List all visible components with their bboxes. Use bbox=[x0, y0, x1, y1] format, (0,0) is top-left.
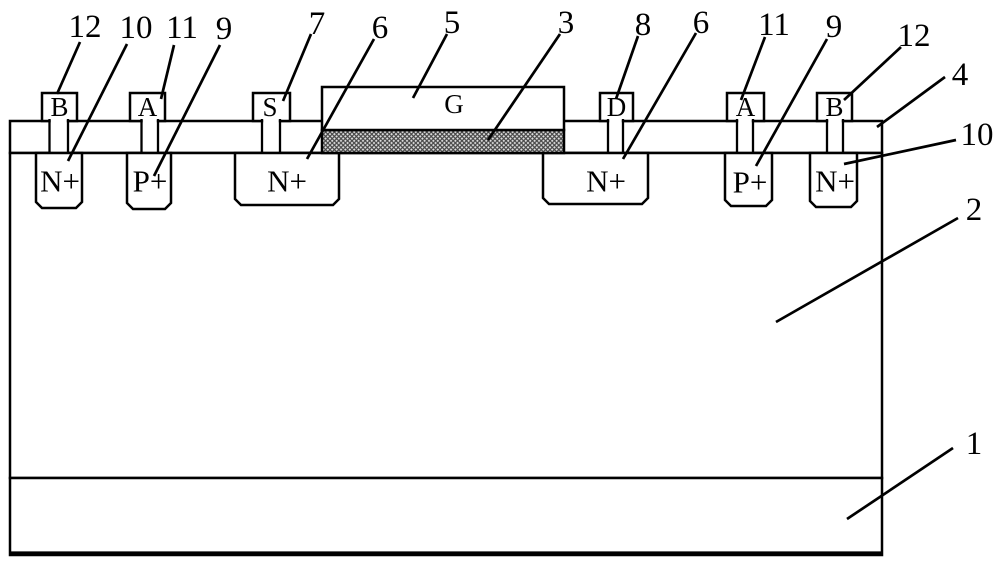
region-pplus-right: P+ bbox=[733, 165, 768, 200]
leader-12-left bbox=[55, 41, 82, 95]
region-nplus-b-right: N+ bbox=[815, 164, 855, 199]
leader-10-right bbox=[843, 138, 957, 166]
callout-3: 3 bbox=[558, 5, 575, 41]
leader-1 bbox=[846, 446, 954, 521]
callout-4: 4 bbox=[952, 57, 969, 93]
callout-11-left: 11 bbox=[166, 10, 198, 46]
region-labels: N+ P+ N+ N+ P+ N+ bbox=[40, 164, 855, 200]
leader-9-left bbox=[152, 44, 222, 177]
leader-5 bbox=[411, 33, 449, 99]
leader-11-right bbox=[739, 36, 767, 101]
region-nplus-source: N+ bbox=[267, 164, 307, 199]
leader-2 bbox=[775, 216, 959, 324]
callout-12-left: 12 bbox=[69, 9, 102, 45]
leader-10-left bbox=[66, 43, 129, 162]
callout-9-right: 9 bbox=[826, 9, 843, 45]
leader-9-right bbox=[754, 38, 829, 167]
terminal-a-left: A bbox=[138, 92, 158, 122]
nplus-well-drain bbox=[541, 151, 650, 206]
gate-oxide-hatched-3 bbox=[320, 128, 566, 155]
terminal-a-right: A bbox=[736, 92, 756, 122]
callout-12-right: 12 bbox=[898, 18, 931, 54]
callout-1: 1 bbox=[966, 426, 983, 462]
leader-12-right bbox=[843, 46, 902, 101]
terminal-gate: G bbox=[444, 89, 464, 119]
leader-lines bbox=[55, 32, 959, 521]
terminal-labels: B A S G D A B bbox=[50, 89, 843, 122]
terminal-source: S bbox=[262, 92, 277, 122]
callout-labels: 12 10 11 9 7 6 5 3 8 6 11 9 12 4 10 2 1 bbox=[69, 5, 994, 462]
callout-6-left: 6 bbox=[372, 10, 389, 46]
callout-2: 2 bbox=[966, 192, 983, 228]
region-pplus-left: P+ bbox=[133, 164, 168, 199]
pad-a-right bbox=[725, 91, 766, 123]
nplus-well-b-right bbox=[808, 151, 859, 209]
callout-6-right: 6 bbox=[693, 5, 710, 41]
callout-5: 5 bbox=[444, 5, 461, 41]
callout-10-right: 10 bbox=[961, 117, 994, 153]
pplus-well-right bbox=[723, 151, 774, 208]
leader-8 bbox=[614, 35, 640, 100]
terminal-b-left: B bbox=[50, 92, 68, 122]
leader-6-right bbox=[621, 32, 698, 160]
region-nplus-b-left: N+ bbox=[40, 164, 80, 199]
callout-7: 7 bbox=[309, 6, 326, 42]
callout-11-right: 11 bbox=[758, 7, 790, 43]
pad-a-left bbox=[128, 91, 167, 123]
contact-plugs bbox=[48, 118, 845, 153]
terminal-drain: D bbox=[607, 92, 627, 122]
bottom-layer-1 bbox=[8, 476, 884, 557]
leader-11-left bbox=[159, 44, 176, 100]
pad-b-left bbox=[40, 91, 79, 123]
leader-3 bbox=[486, 33, 562, 141]
gate-electrode-5 bbox=[320, 85, 566, 132]
callout-8: 8 bbox=[635, 7, 652, 43]
leader-6-left bbox=[305, 38, 376, 160]
region-nplus-drain: N+ bbox=[586, 164, 626, 199]
callout-10-left: 10 bbox=[120, 10, 153, 46]
leader-4 bbox=[876, 75, 946, 129]
callout-9-left: 9 bbox=[216, 11, 233, 47]
terminal-b-right: B bbox=[825, 92, 843, 122]
nplus-well-b-left bbox=[34, 151, 84, 210]
leader-7 bbox=[281, 33, 313, 102]
